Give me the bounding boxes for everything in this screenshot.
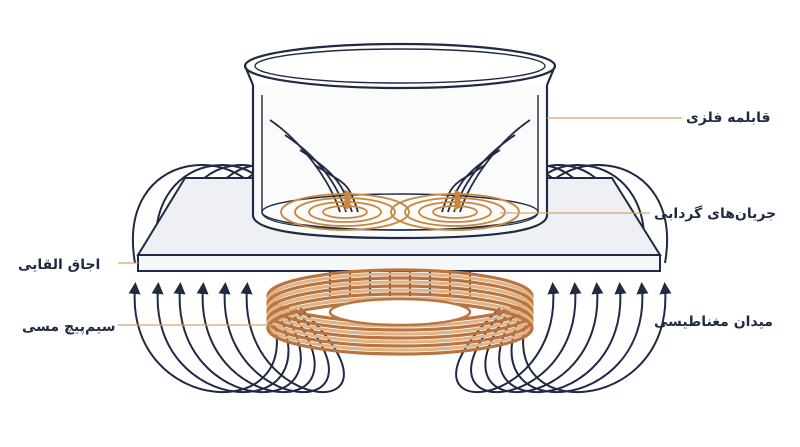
field-line-right (484, 282, 604, 393)
coil-center (328, 297, 472, 327)
cooktop-label: اجاق القایی (18, 257, 101, 273)
pot-label: قابلمه فلزی (686, 110, 771, 126)
field-line-right (510, 282, 649, 393)
magnetic-field-label: میدان مغناطیسی (654, 314, 773, 330)
eddy-currents-label: جریان‌های گردابی (654, 206, 777, 222)
inner-field-line-right (441, 164, 486, 213)
field-line-left (196, 282, 316, 393)
label-pointers (118, 117, 682, 326)
field-line-left (151, 282, 290, 393)
inner-field-line-left (314, 164, 359, 213)
field-line-right (498, 282, 627, 393)
field-line-left (173, 282, 302, 393)
metal-pot (243, 42, 557, 240)
field-line-left (128, 282, 278, 393)
copper-coil (266, 268, 534, 356)
eddy-current-loops (280, 189, 520, 231)
coil-label: سیم‌پیچ مسی (22, 319, 116, 335)
field-line-right (522, 282, 672, 393)
